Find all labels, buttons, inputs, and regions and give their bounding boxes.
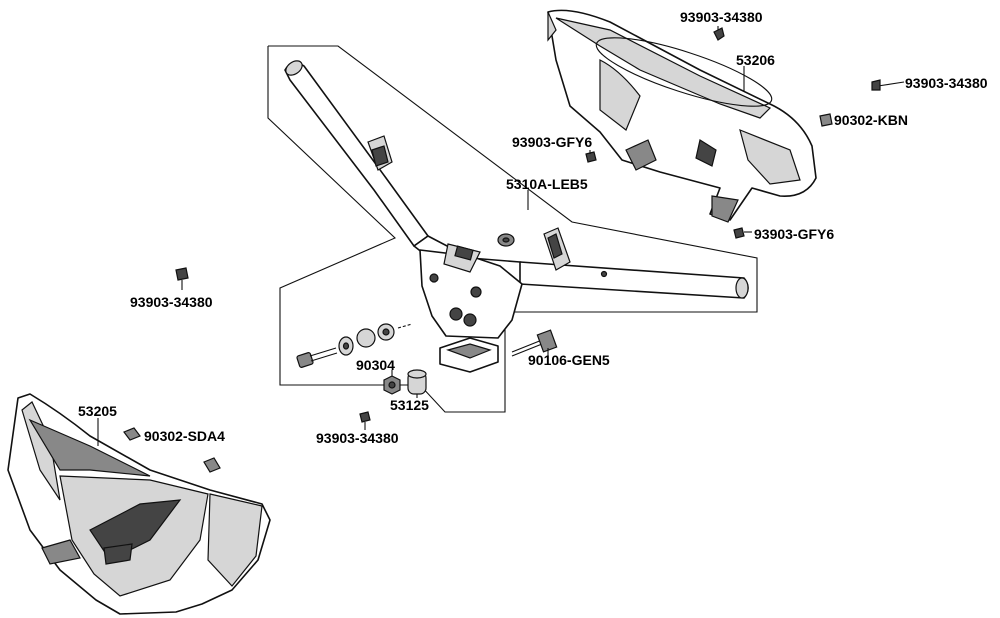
label-5310a-leb5: 5310A-LEB5 [506,176,588,192]
label-93903-34380-left: 93903-34380 [130,294,213,310]
screw-93903-34380-left [175,267,189,290]
clip-90302-sda4 [123,427,221,473]
label-93903-34380-right: 93903-34380 [905,75,988,91]
cover-53205 [7,393,271,615]
label-90302-kbn: 90302-KBN [834,112,908,128]
screw-93903-34380-bottom [359,411,371,430]
label-93903-gfy6-a: 93903-GFY6 [512,134,593,150]
label-53125: 53125 [390,397,429,413]
label-93903-34380-top: 93903-34380 [680,9,763,25]
label-53205: 53205 [78,403,117,419]
handlebar-5310a-leb5 [284,60,749,373]
screw-90302-kbn [819,113,833,127]
cover-53206 [547,9,817,223]
label-93903-34380-bottom: 93903-34380 [316,430,399,446]
assembly-outline [267,45,758,413]
screw-93903-gfy6-b [733,227,752,239]
label-53206: 53206 [736,52,775,68]
label-90304: 90304 [356,357,395,373]
label-90106-gen5: 90106-GEN5 [528,352,610,368]
nut-90304 [383,375,401,395]
screw-93903-34380-top [713,26,725,41]
bolt-assembly-left [296,323,413,368]
bolt-90106-gen5 [511,329,558,357]
bushing-53125 [407,369,427,395]
label-93903-gfy6-b: 93903-GFY6 [754,226,835,242]
label-90302-sda4: 90302-SDA4 [144,428,225,444]
screw-93903-gfy6-a [585,150,597,163]
screw-93903-34380-right [871,79,905,91]
